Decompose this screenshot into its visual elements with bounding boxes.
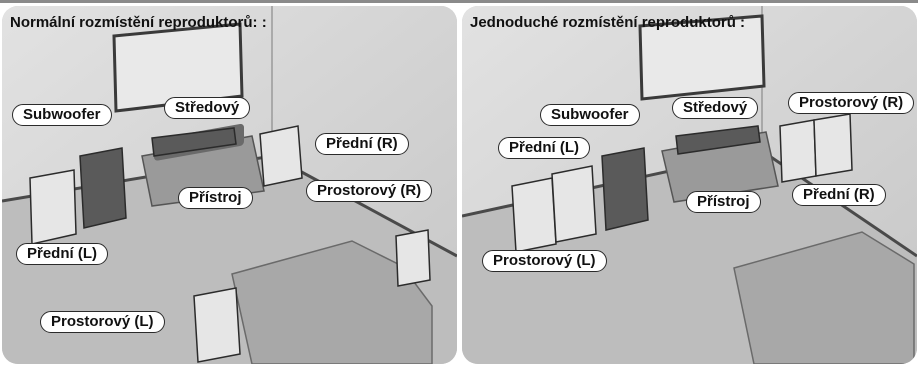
label-device: Přístroj [178, 187, 253, 209]
front-left-speaker [29, 169, 77, 245]
simple-layout-panel: Jednoduché rozmístění reproduktorů : Sub… [462, 6, 917, 364]
label-front-left: Přední (L) [16, 243, 108, 265]
label-surround-left: Prostorový (L) [40, 311, 165, 333]
front-right-speaker [259, 125, 303, 187]
surround-left-speaker [193, 287, 241, 363]
front-left-speaker [551, 165, 597, 243]
label-center: Středový [672, 97, 759, 119]
subwoofer-speaker [79, 147, 127, 229]
panel-title: Normální rozmístění reproduktorů: : [10, 14, 267, 31]
center-speaker [675, 125, 761, 155]
surround-left-speaker [511, 177, 557, 253]
sofa [733, 231, 915, 364]
tv-screen [638, 14, 766, 101]
label-subwoofer: Subwoofer [540, 104, 640, 126]
label-front-left: Přední (L) [498, 137, 590, 159]
surround-right-speaker [395, 229, 431, 287]
subwoofer-speaker [601, 147, 649, 231]
panel-title: Jednoduché rozmístění reproduktorů : [470, 14, 746, 31]
sofa [231, 240, 433, 364]
label-subwoofer: Subwoofer [12, 104, 112, 126]
normal-layout-panel: Normální rozmístění reproduktorů: : Subw… [2, 6, 457, 364]
label-surround-left: Prostorový (L) [482, 250, 607, 272]
label-front-right: Přední (R) [315, 133, 409, 155]
surround-right-speaker [779, 119, 817, 183]
top-rule [0, 0, 918, 3]
label-front-right: Přední (R) [792, 184, 886, 206]
tv-screen [112, 22, 244, 113]
label-surround-right: Prostorový (R) [788, 92, 915, 114]
label-device: Přístroj [686, 191, 761, 213]
label-surround-right: Prostorový (R) [306, 180, 433, 202]
center-speaker [151, 127, 237, 157]
label-center: Středový [164, 97, 251, 119]
front-right-speaker [813, 113, 853, 177]
